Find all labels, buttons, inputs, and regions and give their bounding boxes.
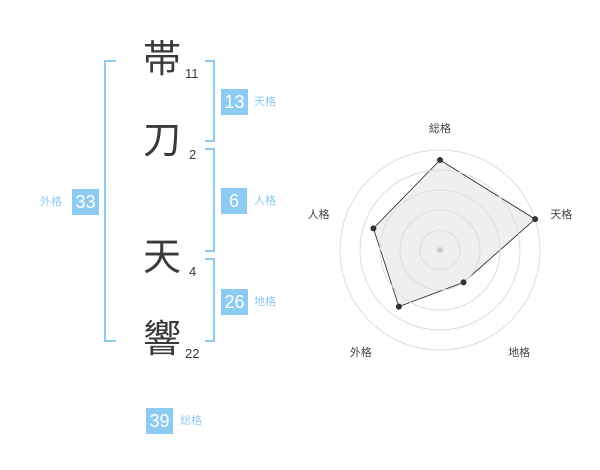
soukaku-value: 39 — [146, 408, 173, 434]
radar-axis-label-4: 外格 — [350, 345, 372, 359]
chikaku-label: 地格 — [254, 295, 276, 308]
radar-axis-label-3: 地格 — [508, 345, 530, 359]
radar-axis-label-5: 人格 — [308, 207, 330, 221]
radar-point-4 — [395, 303, 402, 310]
name-char-3: 天 — [143, 235, 182, 279]
name-char-2: 刀 — [143, 118, 182, 162]
radar-point-2 — [532, 216, 539, 223]
gaikaku-value: 33 — [72, 189, 99, 215]
radar-grid-ring-2 — [399, 209, 481, 291]
jinkaku-bracket — [205, 148, 215, 252]
radar-center-dot — [437, 247, 443, 253]
radar-point-3 — [460, 279, 467, 286]
gaikaku-label: 外格 — [40, 195, 62, 208]
tenkaku-value: 13 — [221, 89, 248, 115]
radar-data-polygon — [372, 159, 536, 308]
gaikaku-bracket — [104, 60, 116, 342]
jinkaku-label: 人格 — [254, 194, 276, 207]
tenkaku-label: 天格 — [254, 95, 276, 108]
name-char-1: 帯 — [143, 37, 182, 81]
tenkaku-bracket — [205, 60, 215, 142]
name-char-4: 響 — [143, 317, 182, 361]
soukaku-label: 総格 — [180, 414, 202, 427]
stroke-count-3: 4 — [189, 264, 197, 279]
radar-point-5 — [370, 225, 377, 232]
stroke-count-4: 22 — [185, 346, 200, 361]
radar-axis-label-2: 天格 — [550, 207, 572, 221]
radar-grid-ring-4 — [359, 169, 521, 331]
radar-point-1 — [437, 157, 443, 163]
stroke-count-1: 11 — [185, 66, 199, 81]
chikaku-value: 26 — [221, 289, 248, 315]
radar-grid-ring-3 — [379, 189, 501, 311]
radar-axis-label-1: 総格 — [429, 121, 451, 135]
stroke-count-2: 2 — [189, 147, 197, 162]
chikaku-bracket — [205, 258, 215, 342]
radar-grid-ring-1 — [419, 229, 461, 271]
jinkaku-value: 6 — [221, 188, 247, 214]
